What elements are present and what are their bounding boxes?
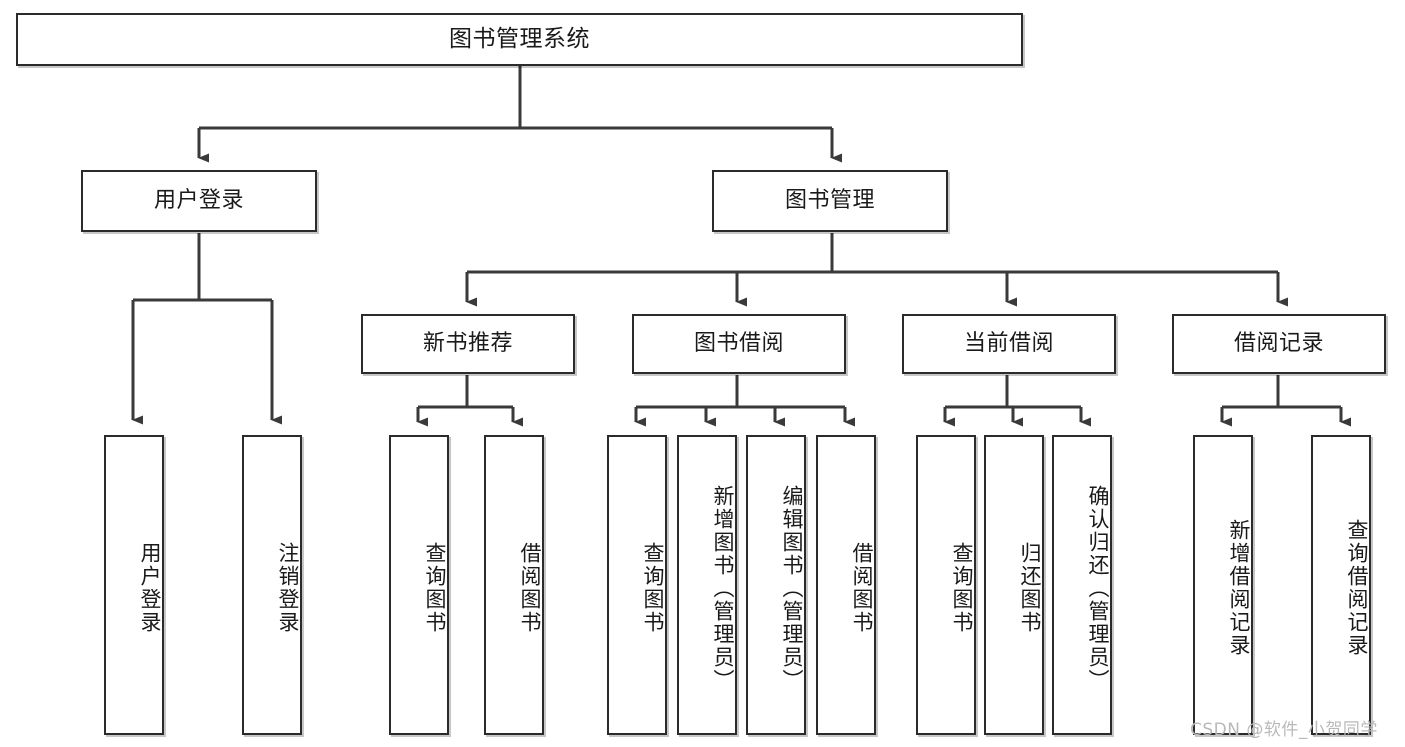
node-root-book-management-system[interactable]: 图书管理系统 [16, 13, 1023, 66]
leaf-add-book-admin[interactable]: 新增图书（管理员） [677, 435, 737, 735]
node-new-book-recommend[interactable]: 新书推荐 [361, 314, 575, 374]
leaf-user-login[interactable]: 用户登录 [104, 435, 164, 735]
node-book-borrow[interactable]: 图书借阅 [632, 314, 846, 374]
leaf-borrow-book-borrow[interactable]: 借阅图书 [816, 435, 876, 735]
leaf-borrow-book-recommend[interactable]: 借阅图书 [484, 435, 544, 735]
csdn-watermark: CSDN @软件_小贺同学 [1190, 720, 1378, 740]
leaf-logout-login[interactable]: 注销登录 [242, 435, 302, 735]
leaf-query-book-recommend[interactable]: 查询图书 [389, 435, 449, 735]
node-user-login[interactable]: 用户登录 [81, 170, 317, 232]
leaf-confirm-return-admin[interactable]: 确认归还（管理员） [1052, 435, 1112, 735]
leaf-query-book-borrow[interactable]: 查询图书 [607, 435, 667, 735]
node-book-management[interactable]: 图书管理 [712, 170, 948, 232]
leaf-query-book-current[interactable]: 查询图书 [916, 435, 976, 735]
node-borrow-record[interactable]: 借阅记录 [1172, 314, 1386, 374]
leaf-return-book[interactable]: 归还图书 [984, 435, 1044, 735]
leaf-edit-book-admin[interactable]: 编辑图书（管理员） [746, 435, 806, 735]
leaf-query-borrow-record[interactable]: 查询借阅记录 [1311, 435, 1371, 735]
leaf-add-borrow-record[interactable]: 新增借阅记录 [1193, 435, 1253, 735]
node-current-borrow[interactable]: 当前借阅 [902, 314, 1116, 374]
